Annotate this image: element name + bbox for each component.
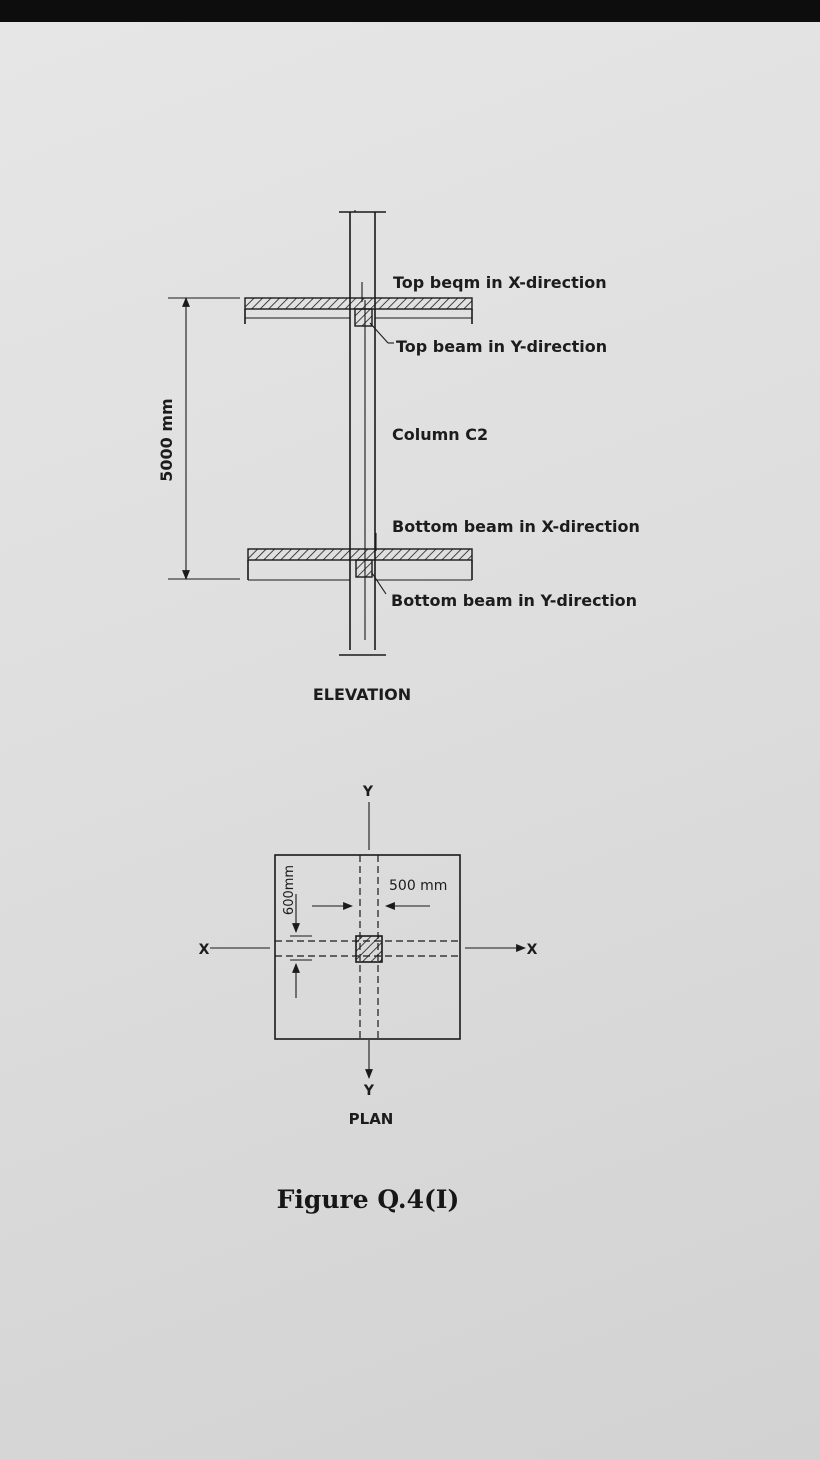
axis-x-left-label: X: [199, 942, 210, 958]
figure-caption: Figure Q.4(I): [277, 1185, 460, 1214]
label-top-beam-y: Top beam in Y-direction: [396, 337, 607, 356]
plan-title: PLAN: [349, 1110, 394, 1128]
plan-view: Y Y X X 500 mm 600mm PLAN: [199, 784, 538, 1128]
bottom-beam-y: [355, 559, 373, 578]
elevation-view: Top beqm in X-direction Top beam in Y-di…: [157, 210, 640, 704]
label-depth-dimension: 600mm: [282, 865, 297, 915]
axis-x-right-label: X: [527, 942, 538, 958]
column-c2: [339, 210, 386, 656]
plan-outline: [274, 854, 461, 1040]
axis-y-top-label: Y: [362, 784, 374, 800]
top-beam-y: [354, 308, 373, 327]
label-bottom-beam-x: Bottom beam in X-direction: [392, 517, 640, 536]
label-width-dimension: 500 mm: [389, 878, 447, 894]
paper-background: [0, 22, 820, 1460]
label-bottom-beam-y: Bottom beam in Y-direction: [391, 591, 637, 610]
height-dimension: [168, 297, 240, 580]
elevation-title: ELEVATION: [313, 685, 411, 704]
depth-dimension: [290, 894, 312, 998]
label-column-c2: Column C2: [392, 425, 488, 444]
axis-y-bottom-label: Y: [363, 1083, 375, 1099]
screen-top-bar: [0, 0, 820, 22]
label-height-dimension: 5000 mm: [157, 398, 176, 481]
column-section: [355, 935, 383, 963]
label-top-beam-x: Top beqm in X-direction: [393, 273, 607, 292]
leader-lines: [361, 282, 394, 595]
